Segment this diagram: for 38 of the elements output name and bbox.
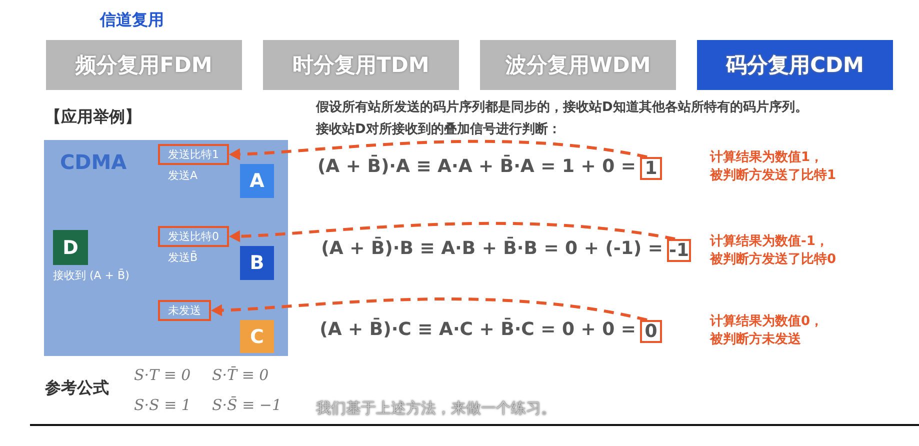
dashed-arrow bbox=[229, 140, 648, 160]
formula-text: S·T ≡ 0 bbox=[134, 366, 191, 384]
station-box: D bbox=[53, 230, 88, 265]
description-text: 假设所有站所发送的码片序列都是同步的，接收站D知道其他各站所特有的码片序列。 bbox=[316, 98, 808, 116]
section-title: 信道复用 bbox=[100, 10, 164, 31]
formula-text: (A + B̄)·B ≡ A·B + B̄·B = 0 + (-1) = bbox=[321, 238, 663, 259]
dashed-arrow bbox=[229, 222, 676, 242]
result-box: -1 bbox=[667, 239, 691, 262]
tab: 时分复用TDM bbox=[263, 40, 459, 90]
result-note: 计算结果为数值-1，被判断方发送了比特0 bbox=[710, 233, 838, 268]
result-note: 计算结果为数值0，被判断方未发送 bbox=[710, 313, 824, 348]
result-box: 1 bbox=[640, 157, 662, 180]
highlight-box: 发送比特0 bbox=[158, 226, 229, 247]
result-note: 计算结果为数值1，被判断方发送了比特1 bbox=[710, 149, 838, 184]
section-heading: 【应用举例】 bbox=[45, 107, 141, 128]
result-box: 0 bbox=[640, 320, 662, 343]
formula-text: S·S ≡ 1 bbox=[134, 396, 191, 414]
caption-text: 发送A bbox=[168, 168, 198, 183]
dashed-arrow bbox=[211, 298, 648, 322]
caption-text: 接收到 (A + B̄) bbox=[53, 268, 130, 283]
caption-text: 发送B̄ bbox=[168, 250, 198, 265]
tab: 波分复用WDM bbox=[480, 40, 676, 90]
network-panel bbox=[44, 140, 288, 356]
panel-title: CDMA bbox=[60, 150, 127, 174]
formula-text: S·S̄ ≡ −1 bbox=[212, 396, 282, 414]
subtitle-text: 我们基于上述方法，来做一个练习。 bbox=[316, 399, 556, 418]
station-box: A bbox=[240, 164, 274, 198]
formula-text: (A + B̄)·A ≡ A·A + B̄·A = 1 + 0 = bbox=[317, 156, 636, 177]
station-box: B bbox=[240, 246, 274, 280]
highlight-box: 未发送 bbox=[158, 300, 211, 321]
formula-text: S·T̄ ≡ 0 bbox=[212, 366, 269, 384]
description-text: 接收站D对所接收到的叠加信号进行判断： bbox=[316, 120, 561, 138]
highlight-box: 发送比特1 bbox=[158, 144, 229, 165]
station-box: C bbox=[240, 320, 274, 353]
tab: 码分复用CDM bbox=[697, 40, 893, 90]
formula-text: (A + B̄)·C ≡ A·C + B̄·C = 0 + 0 = bbox=[320, 319, 636, 340]
section-heading: 参考公式 bbox=[45, 378, 109, 399]
tab: 频分复用FDM bbox=[46, 40, 242, 90]
